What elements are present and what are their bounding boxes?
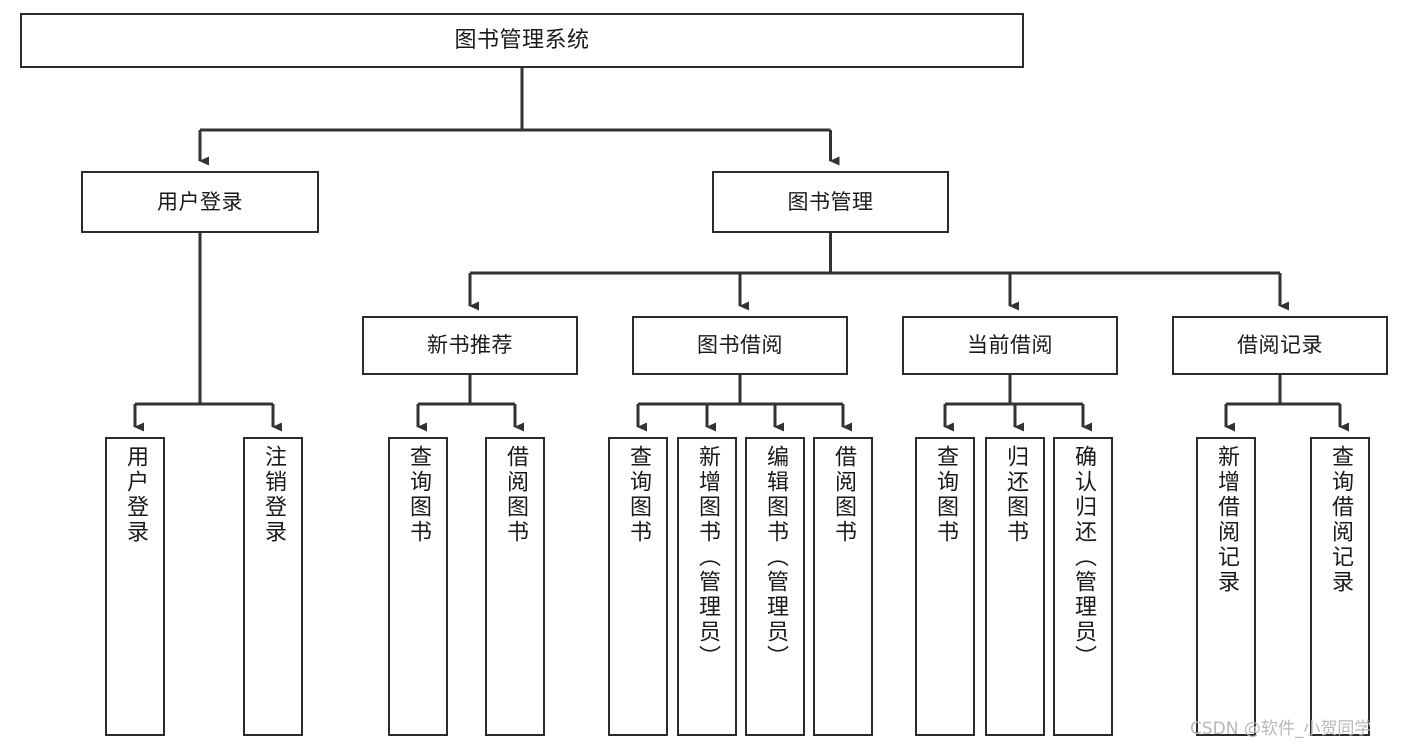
node-label: 新增借阅记录 [1214,445,1239,595]
node-label: 借阅记录 [1237,333,1323,358]
node-label: 借阅图书 [831,445,856,545]
node-leaf-borrow-2[interactable]: 新增图书（管理员） [677,437,737,736]
node-label: 图书借阅 [697,333,783,358]
node-label: 用户登录 [123,445,148,545]
node-leaf-login-1[interactable]: 用户登录 [105,437,165,736]
node-label: 查询图书 [626,445,651,545]
node-label: 归还图书 [1003,445,1028,545]
node-leaf-cur-3[interactable]: 确认归还（管理员） [1053,437,1113,736]
csdn-watermark: CSDN @软件_小贺同学 [1190,719,1372,739]
node-label: 查询借阅记录 [1328,445,1353,595]
node-records[interactable]: 借阅记录 [1172,316,1388,375]
node-leaf-new-2[interactable]: 借阅图书 [485,437,545,736]
node-label: 图书管理 [787,189,874,214]
node-leaf-cur-2[interactable]: 归还图书 [985,437,1045,736]
node-bookmgmt[interactable]: 图书管理 [712,171,949,233]
node-root[interactable]: 图书管理系统 [20,13,1024,68]
node-borrow[interactable]: 图书借阅 [632,316,848,375]
node-newbook[interactable]: 新书推荐 [362,316,578,375]
node-leaf-cur-1[interactable]: 查询图书 [915,437,975,736]
node-label: 注销登录 [261,445,286,545]
node-label: 查询图书 [406,445,431,545]
node-label: 查询图书 [933,445,958,545]
node-leaf-borrow-3[interactable]: 编辑图书（管理员） [745,437,805,736]
node-leaf-borrow-1[interactable]: 查询图书 [608,437,668,736]
node-label: 借阅图书 [503,445,528,545]
node-leaf-rec-1[interactable]: 新增借阅记录 [1196,437,1256,736]
node-label: 编辑图书（管理员） [763,445,788,670]
node-label: 图书管理系统 [454,27,590,53]
node-label: 用户登录 [157,189,243,214]
node-leaf-borrow-4[interactable]: 借阅图书 [813,437,873,736]
node-label: 新增图书（管理员） [695,445,720,670]
node-leaf-new-1[interactable]: 查询图书 [388,437,448,736]
node-leaf-rec-2[interactable]: 查询借阅记录 [1310,437,1370,736]
node-current[interactable]: 当前借阅 [902,316,1118,375]
node-label: 新书推荐 [427,333,513,358]
node-login[interactable]: 用户登录 [81,171,319,233]
node-label: 当前借阅 [967,333,1053,358]
node-leaf-login-2[interactable]: 注销登录 [243,437,303,736]
node-label: 确认归还（管理员） [1071,445,1096,670]
